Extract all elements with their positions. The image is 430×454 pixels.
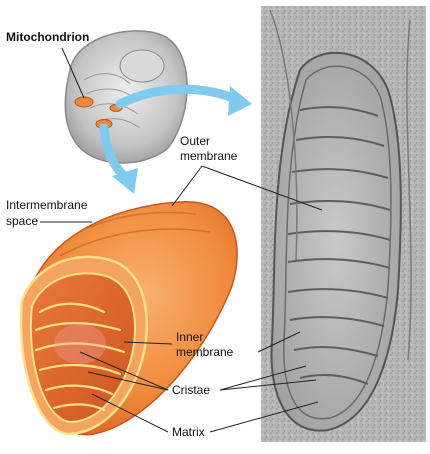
leader-matrix-to-illustration [91, 393, 169, 433]
intermembrane-label-line1: Intermembrane [6, 198, 88, 212]
pointer-arrows [99, 84, 252, 194]
outer-membrane-label-line1: Outer [180, 134, 211, 148]
arrow-to-micrograph [115, 84, 243, 109]
inner-membrane-label-line1: Inner [176, 330, 204, 344]
intermembrane-label-line2: space [6, 214, 39, 228]
leader-outer-to-micrograph [201, 165, 323, 211]
leader-cristae-2 [87, 371, 169, 391]
inner-membrane-label-line2: membrane [176, 345, 234, 359]
leader-inner-to-illustration [123, 341, 173, 345]
outer-membrane-label-line2: membrane [180, 149, 238, 163]
leader-title [61, 47, 85, 99]
leader-matrix-to-micrograph [209, 401, 319, 433]
leader-cristae-4 [219, 379, 317, 391]
mitochondrion-cutaway [19, 201, 238, 436]
diagram-title: Mitochondrion [6, 30, 90, 44]
matrix-label: Matrix [172, 425, 205, 439]
arrow-to-illustration [99, 123, 129, 181]
leader-outer-to-illustration [171, 165, 203, 207]
leader-lines [40, 47, 323, 433]
leader-cristae-1 [79, 351, 169, 391]
leader-cristae-3 [219, 365, 307, 391]
micrograph-panel [261, 6, 426, 442]
cristae-label: Cristae [172, 383, 211, 397]
leader-inner-to-micrograph [257, 331, 301, 353]
